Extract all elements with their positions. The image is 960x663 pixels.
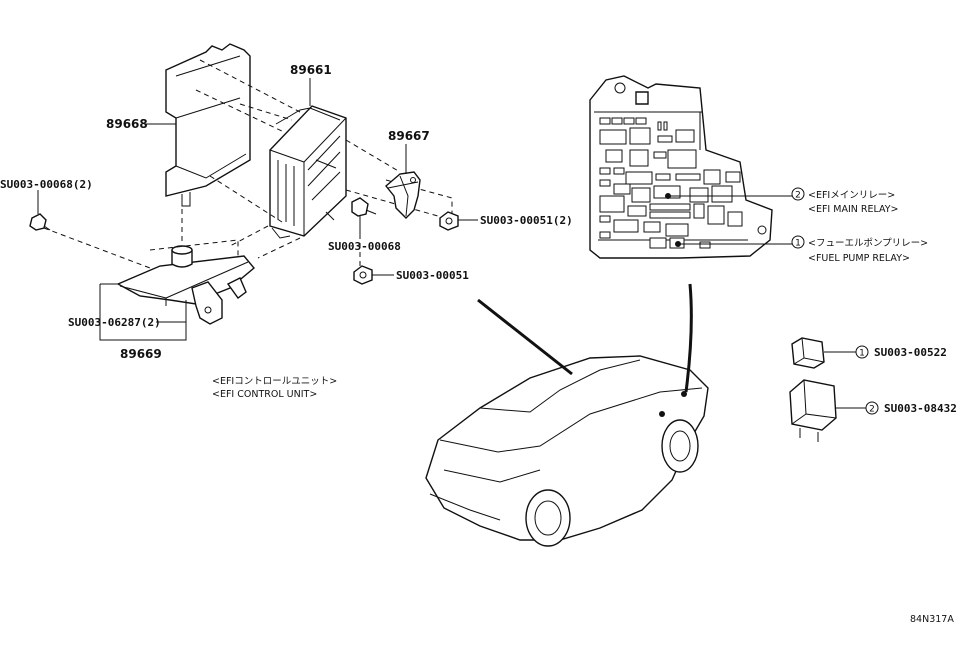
bolt-su003-00068[interactable] xyxy=(351,197,377,217)
caption-fuel-relay-jp: <フューエルポンプリレー> xyxy=(808,238,928,249)
callout-2-relay: 2 xyxy=(865,401,879,415)
caption-ecu-en: <EFI CONTROL UNIT> xyxy=(212,389,317,400)
relay-box-modules xyxy=(599,117,743,249)
svg-text:1: 1 xyxy=(795,239,801,249)
part-number-su003-08432: SU003-08432 xyxy=(884,402,957,415)
part-number-su003-00068: SU003-00068 xyxy=(328,240,401,253)
part-number-89669: 89669 xyxy=(120,347,162,361)
nut-su003-00051-2[interactable] xyxy=(439,211,459,231)
nut-su003-00051[interactable] xyxy=(353,265,373,285)
caption-main-relay-en: <EFI MAIN RELAY> xyxy=(808,204,899,215)
part-number-su003-06287: SU003-06287(2) xyxy=(68,316,161,329)
vehicle-illustration xyxy=(425,355,709,547)
svg-text:1: 1 xyxy=(859,349,865,359)
part-number-su003-00522: SU003-00522 xyxy=(874,346,947,359)
part-number-su003-00068-2: SU003-00068(2) xyxy=(0,178,93,191)
bracket-89667[interactable] xyxy=(385,171,421,219)
part-number-89668: 89668 xyxy=(106,117,148,131)
bolt-su003-00068-2[interactable] xyxy=(29,213,51,231)
relay-su003-08432[interactable] xyxy=(789,379,837,442)
relay-box[interactable] xyxy=(589,75,773,259)
caption-ecu-jp: <EFIコントロールユニット> xyxy=(212,376,337,387)
callout-1-relay: 1 xyxy=(855,345,869,359)
svg-text:2: 2 xyxy=(795,191,801,201)
callout-2-main-relay: 2 xyxy=(791,187,805,201)
illustration-code: 84N317A xyxy=(910,614,954,625)
part-number-89667: 89667 xyxy=(388,129,430,143)
svg-text:2: 2 xyxy=(869,405,875,415)
lower-bracket-89669[interactable] xyxy=(116,245,255,325)
relay-su003-00522[interactable] xyxy=(791,337,832,369)
callout-1-fuel-relay: 1 xyxy=(791,235,805,249)
part-number-su003-00051-2: SU003-00051(2) xyxy=(480,214,573,227)
ecu-cover-89668[interactable] xyxy=(165,43,251,207)
ecu-unit-89661[interactable] xyxy=(269,105,347,239)
caption-main-relay-jp: <EFIメインリレー> xyxy=(808,190,895,201)
caption-fuel-relay-en: <FUEL PUMP RELAY> xyxy=(808,253,910,264)
part-number-su003-00051: SU003-00051 xyxy=(396,269,469,282)
part-number-89661: 89661 xyxy=(290,63,332,77)
